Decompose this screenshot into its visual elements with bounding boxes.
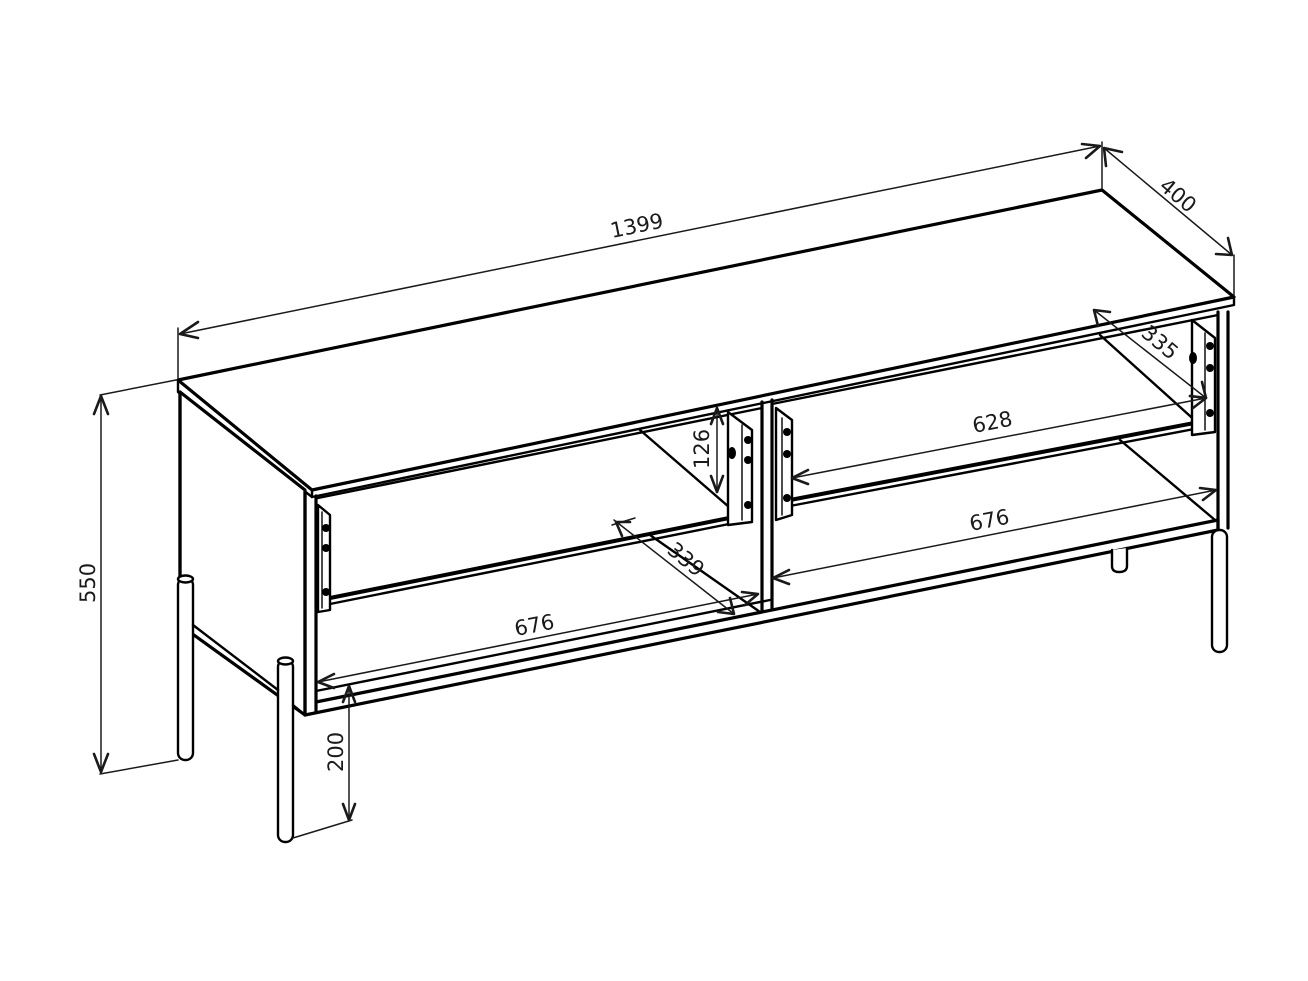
cabinet-body [176,188,1236,717]
bracket-right-right [1189,318,1217,437]
label-shelf-depth-right: 335 [1137,320,1183,364]
label-shelf-height: 126 [690,429,714,469]
label-overall-height: 550 [76,563,100,603]
bracket-left-right [726,410,754,527]
label-overall-width: 1399 [608,209,665,243]
label-shelf-width-right: 628 [970,407,1014,438]
leg-front-left [276,656,295,844]
legs [176,528,1229,844]
shelf-brackets [316,318,1217,614]
leg-back-right [1110,546,1129,574]
bracket-right-left [774,406,794,522]
leg-back-left [176,574,195,762]
leg-front-right [1210,528,1229,654]
label-overall-depth: 400 [1155,173,1201,217]
label-shelf-depth-left: 339 [663,537,709,581]
bracket-left-left [316,503,332,614]
dimension-lines [92,141,1235,839]
label-leg-clearance: 200 [324,732,348,772]
